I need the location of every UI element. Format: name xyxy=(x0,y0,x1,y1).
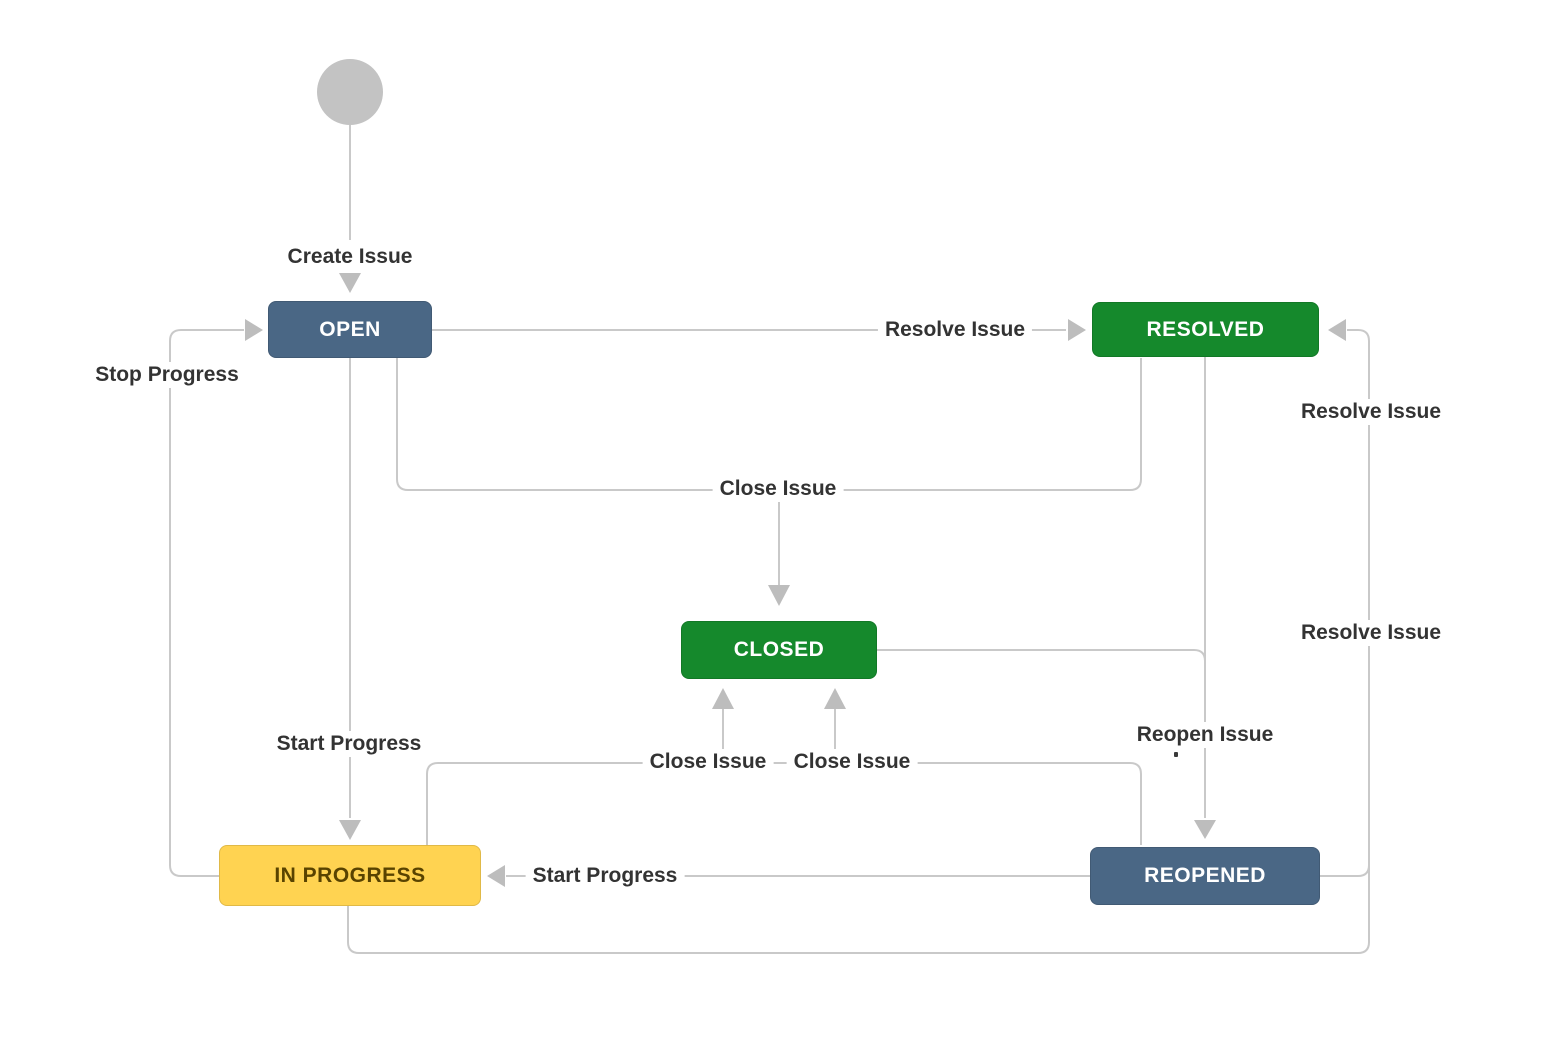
edge-close-issue-rail xyxy=(426,762,1142,845)
node-reopened[interactable]: REOPENED xyxy=(1090,847,1320,905)
edge-start-open-arrowhead xyxy=(339,273,361,293)
node-resolved-label: RESOLVED xyxy=(1146,317,1265,341)
edge-reopened-resolved-join xyxy=(1320,864,1370,877)
reopen-issue-stray-dot xyxy=(1174,752,1178,757)
transition-label-resolve-issue-1[interactable]: Resolve Issue xyxy=(877,317,1033,343)
node-resolved[interactable]: RESOLVED xyxy=(1092,302,1319,357)
edge-close-riser-right-arrowhead xyxy=(824,688,846,709)
transition-label-start-progress-2[interactable]: Start Progress xyxy=(525,863,685,889)
edge-closed-reopened-join xyxy=(877,649,1206,662)
transition-label-create-issue[interactable]: Create Issue xyxy=(280,244,420,270)
edge-resolved-right-arrowhead xyxy=(1328,319,1346,341)
node-closed[interactable]: CLOSED xyxy=(681,621,877,679)
transition-label-reopen-issue[interactable]: Reopen Issue xyxy=(1129,722,1281,748)
transition-label-stop-progress[interactable]: Stop Progress xyxy=(88,362,246,388)
edge-reopened-inprogress-arrowhead xyxy=(487,865,505,887)
node-open-label: OPEN xyxy=(319,317,381,341)
node-reopened-label: REOPENED xyxy=(1144,864,1266,887)
transition-label-resolve-issue-2[interactable]: Resolve Issue xyxy=(1293,399,1449,425)
node-in-progress-label: IN PROGRESS xyxy=(274,863,426,887)
edge-inprogress-resolved xyxy=(347,329,1370,954)
edge-inprogress-open xyxy=(169,329,244,877)
node-open[interactable]: OPEN xyxy=(268,301,432,358)
transition-label-resolve-issue-3[interactable]: Resolve Issue xyxy=(1293,620,1449,646)
edge-open-resolved-arrowhead xyxy=(1068,319,1086,341)
node-in-progress[interactable]: IN PROGRESS xyxy=(219,845,481,906)
edge-closed-top-arrowhead xyxy=(768,585,790,606)
edge-inprogress-open-arrowhead xyxy=(245,319,263,341)
edge-close-riser-left-arrowhead xyxy=(712,688,734,709)
transition-label-close-issue-2[interactable]: Close Issue xyxy=(642,749,774,775)
node-closed-label: CLOSED xyxy=(733,638,825,661)
edge-open-resolved-close-rail xyxy=(396,358,1142,491)
start-node-circle[interactable] xyxy=(317,59,383,125)
edge-reopened-top-arrowhead xyxy=(1194,820,1216,839)
transition-label-close-issue-1[interactable]: Close Issue xyxy=(712,476,844,502)
edge-open-inprogress-arrowhead xyxy=(339,820,361,840)
transition-label-close-issue-3[interactable]: Close Issue xyxy=(786,749,918,775)
transition-label-start-progress-1[interactable]: Start Progress xyxy=(269,731,429,757)
